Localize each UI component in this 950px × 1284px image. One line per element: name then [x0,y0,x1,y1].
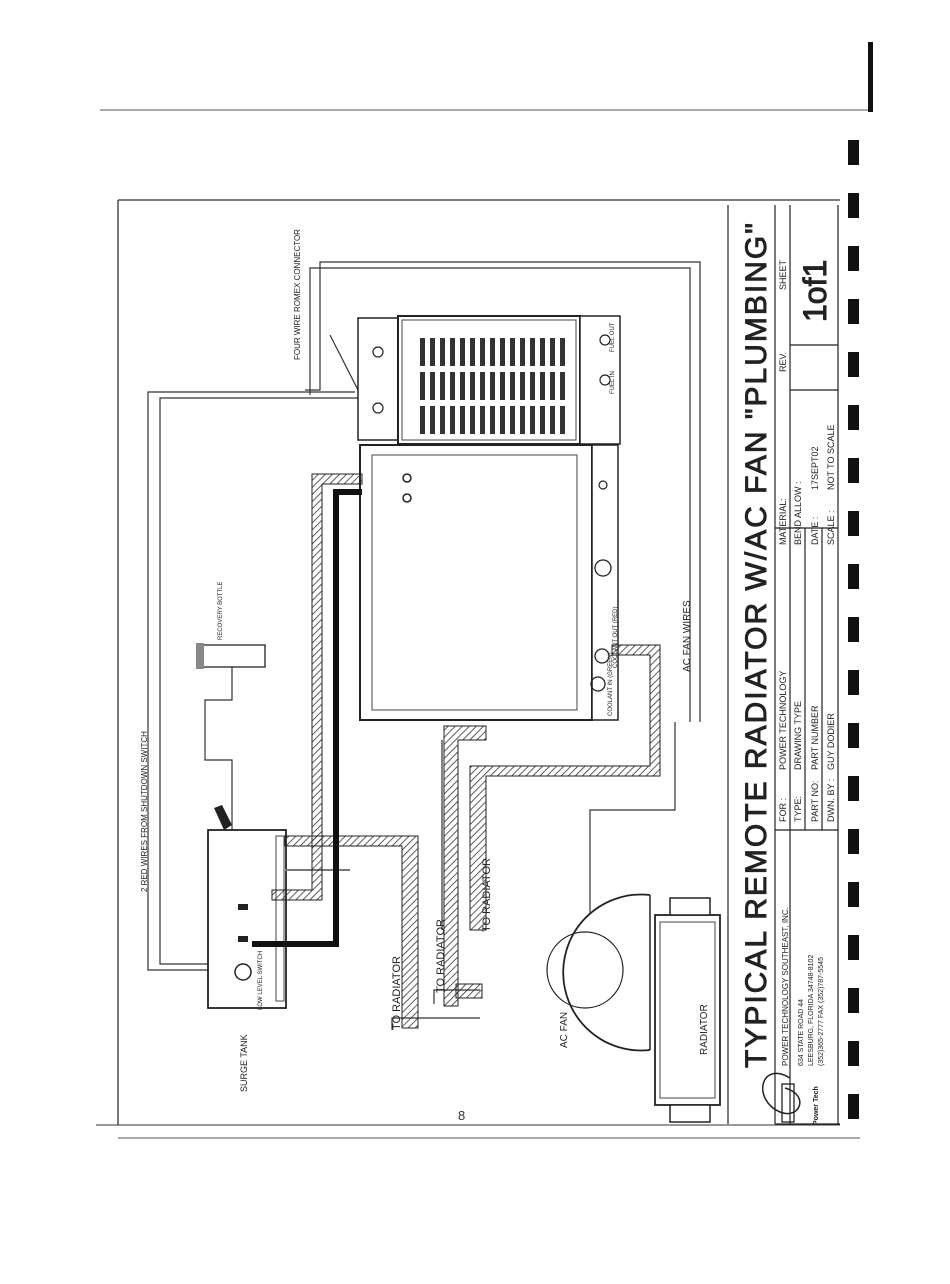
sheet-label: SHEET [778,259,788,290]
four-wire-label: FOUR WIRE ROMEX CONNECTOR [293,229,302,360]
surge-tank [207,805,350,1009]
page-number: 8 [458,1108,466,1123]
to-radiator-label: TO RADIATOR [481,858,493,932]
rev-label: REV. [778,352,788,372]
engine-unit [357,315,621,721]
ac-fan-wires-label: AC FAN WIRES [682,600,693,672]
coolant-pipe-solid [252,489,362,947]
vent-slots [420,338,565,434]
type-value: DRAWING TYPE [793,701,803,770]
scale-value: NOT TO SCALE [826,424,836,490]
for-label: FOR : [778,798,788,822]
coolant-hoses-hatched [271,473,661,1029]
for-value: POWER TECHNOLOGY [778,671,788,770]
company-name: POWER TECHNOLOGY SOUTHEAST, INC. [781,907,790,1066]
drawing-border [96,199,860,1139]
company-address-1: 634 STATE ROAD 44 [798,999,805,1066]
drawing-title: TYPICAL REMOTE RADIATOR W/AC FAN "PLUMBI… [740,221,773,1068]
ac-fan-wires-line [589,722,676,965]
type-label: TYPE: [793,796,803,822]
fuel-out-label: FUEL OUT [610,322,616,352]
logo-text: Power Tech [813,1086,820,1125]
company-phone: (352)365-2777 FAX (352)787-5545 [818,957,825,1066]
scan-edge-bar [868,42,873,112]
wire-loops [147,261,701,971]
drawn-by-label: DWN. BY : [826,779,836,822]
date-label: DATE : [810,517,820,545]
sheet-value: 1of1 [797,260,833,322]
title-block-grid [727,205,840,1125]
radiator-hoses [391,740,480,1030]
material-label: MATERIAL: [778,498,788,545]
ac-fan-housing [546,893,651,1052]
coolant-in-label: COOLANT IN (GREEN) [608,652,614,716]
part-value: PART NUMBER [810,705,820,770]
radiator-label: RADIATOR [699,1004,710,1055]
company-address-2: LEESBURG, FLORIDA 34748-8102 [808,955,815,1066]
date-value: 17SEPT02 [810,446,820,490]
company-logo [762,1072,801,1123]
part-label: PART NO: [810,780,820,822]
surge-tank-label: SURGE TANK [239,1034,249,1092]
recovery-bottle [196,643,266,669]
to-radiator-label: TO RADIATOR [391,956,403,1030]
low-level-switch-label: LOW LEVEL SWITCH [258,951,264,1010]
fuel-in-label: FUEL IN [610,371,616,394]
scale-label: SCALE : [826,510,836,545]
recovery-bottle-label: RECOVERY BOTTLE [218,582,224,640]
to-radiator-label: TO RADIATOR [435,919,447,993]
binding-holes [848,140,859,1119]
coolant-out-label: COOLANT OUT (RED) [613,607,619,668]
ac-fan-label: AC FAN [559,1012,570,1048]
recovery-hose [204,667,233,830]
radiator-body [654,897,721,1123]
bend-allow-label: BEND ALLOW : [793,481,803,545]
red-wires-label: 2 RED WIRES FROM SHUTDOWN SWITCH [140,731,149,892]
drawn-by-value: GUY DODIER [826,713,836,770]
